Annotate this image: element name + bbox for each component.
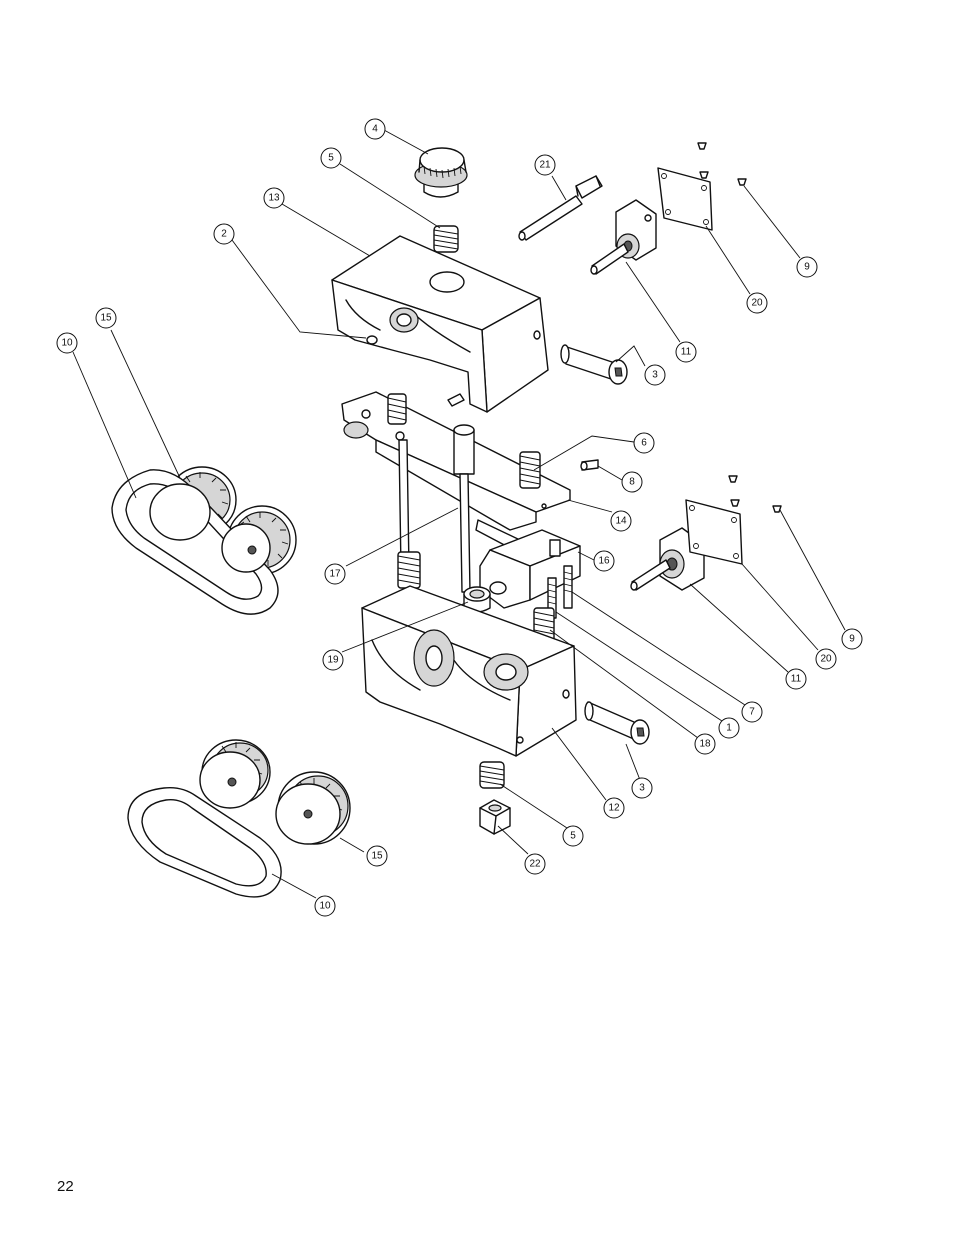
callout-c17: 19 <box>322 649 344 671</box>
callout-c29: 10 <box>314 895 336 917</box>
callout-c12: 6 <box>633 432 655 454</box>
leader-lines <box>72 129 846 899</box>
part-spring-bottom <box>479 761 505 789</box>
part-hex-nut <box>479 799 511 835</box>
svg-text:15: 15 <box>371 851 383 862</box>
svg-text:18: 18 <box>699 739 711 750</box>
svg-text:10: 10 <box>319 901 331 912</box>
svg-text:1: 1 <box>726 723 732 734</box>
callout-c3: 13 <box>263 187 285 209</box>
svg-text:20: 20 <box>751 298 763 309</box>
svg-text:13: 13 <box>268 193 280 204</box>
svg-text:11: 11 <box>681 347 692 358</box>
svg-text:4: 4 <box>372 124 378 135</box>
part-slider-block <box>479 529 581 609</box>
svg-text:21: 21 <box>539 160 551 171</box>
part-bearing-upper <box>590 199 657 275</box>
callout-c2: 5 <box>320 147 342 169</box>
part-pulley-set-upper <box>111 466 297 615</box>
callout-c7: 20 <box>746 292 768 314</box>
svg-text:17: 17 <box>329 569 341 580</box>
callout-c15: 16 <box>593 550 615 572</box>
callout-c23: 18 <box>694 733 716 755</box>
callout-c16: 17 <box>324 563 346 585</box>
svg-text:20: 20 <box>820 654 832 665</box>
callout-c20: 11 <box>785 668 807 690</box>
callout-c21: 7 <box>741 701 763 723</box>
callout-c9: 3 <box>644 364 666 386</box>
svg-text:8: 8 <box>629 477 635 488</box>
svg-text:19: 19 <box>327 655 339 666</box>
callout-c4: 2 <box>213 223 235 245</box>
callout-c14: 14 <box>610 510 632 532</box>
part-pin <box>518 175 603 241</box>
svg-text:9: 9 <box>849 634 855 645</box>
callout-c24: 3 <box>631 777 653 799</box>
callout-c1: 4 <box>364 118 386 140</box>
svg-text:2: 2 <box>221 229 227 240</box>
callout-c10: 15 <box>95 307 117 329</box>
part-screws-upper <box>697 142 747 186</box>
svg-text:7: 7 <box>749 707 755 718</box>
part-screws-lower <box>728 475 782 513</box>
svg-text:3: 3 <box>639 783 645 794</box>
part-cover-plate-upper <box>657 167 713 231</box>
callout-c6: 9 <box>796 256 818 278</box>
callout-c5: 21 <box>534 154 556 176</box>
callout-c25: 12 <box>603 797 625 819</box>
svg-text:10: 10 <box>61 338 73 349</box>
callout-c11: 10 <box>56 332 78 354</box>
svg-text:14: 14 <box>615 516 627 527</box>
callout-c26: 5 <box>562 825 584 847</box>
svg-text:15: 15 <box>100 313 112 324</box>
part-upper-housing <box>331 235 549 413</box>
part-pin-8 <box>580 459 599 471</box>
svg-text:16: 16 <box>598 556 610 567</box>
callout-c19: 20 <box>815 648 837 670</box>
svg-text:6: 6 <box>641 438 647 449</box>
svg-text:3: 3 <box>652 370 658 381</box>
svg-text:12: 12 <box>608 803 620 814</box>
callout-c13: 8 <box>621 471 643 493</box>
page-number: 22 <box>57 1178 74 1195</box>
part-screw-7 <box>563 565 573 609</box>
part-cap-screw-upper <box>560 344 628 385</box>
svg-text:5: 5 <box>570 831 576 842</box>
part-spring-top <box>433 225 459 253</box>
callout-c8: 11 <box>675 341 697 363</box>
callout-c18: 9 <box>841 628 863 650</box>
svg-text:11: 11 <box>791 674 802 685</box>
svg-text:5: 5 <box>328 153 334 164</box>
callout-c27: 22 <box>524 853 546 875</box>
svg-text:9: 9 <box>804 262 810 273</box>
part-cap-screw-lower <box>584 701 650 745</box>
part-lower-housing <box>361 585 577 757</box>
part-knob <box>414 147 468 198</box>
part-spring-6-right <box>519 451 541 489</box>
part-spring-6-left <box>387 393 407 425</box>
callout-c28: 15 <box>366 845 388 867</box>
callout-c22: 1 <box>718 717 740 739</box>
part-pulley-set-lower <box>127 739 351 898</box>
svg-text:22: 22 <box>529 859 541 870</box>
part-small-pin-top <box>447 393 465 407</box>
